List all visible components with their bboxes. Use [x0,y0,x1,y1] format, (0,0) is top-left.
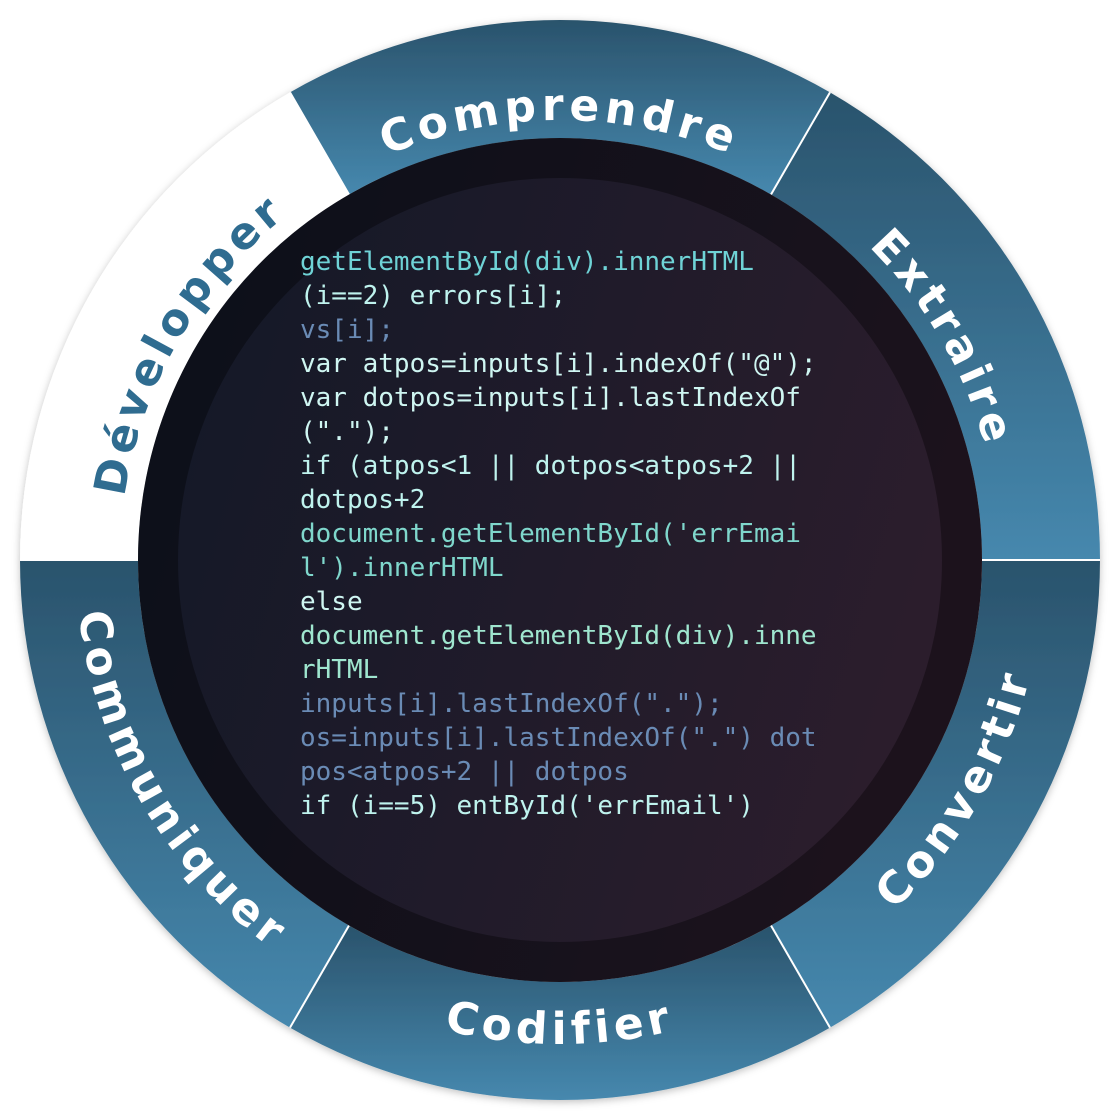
code-line: var atpos=inputs[i].indexOf("@"); [300,349,817,379]
segment-codifier [290,925,830,1100]
code-line: document.getElementById(div).innerHTML [300,621,817,685]
segment-divider [289,91,350,196]
code-line: inputs[i].lastIndexOf("."); [300,689,723,719]
segment-divider [289,924,350,1029]
code-line: else [300,587,363,617]
code-block: getElementById(div).innerHTML (i==2) err… [300,245,820,885]
segment-divider [770,91,831,196]
code-image [138,138,982,982]
segment-dividers [20,91,1100,1029]
code-line: document.getElementById('errEmail').inne… [300,519,801,583]
code-line: var dotpos=inputs[i].lastIndexOf("."); [300,383,801,447]
segment-divider [770,924,831,1029]
code-line: if (i==5) entById('errEmail') [300,791,754,821]
code-line: getElementById(div).innerHTML [300,247,754,277]
code-line: if (atpos<1 || dotpos<atpos+2 || dotpos+… [300,451,801,515]
ring-segments [20,19,1100,1100]
code-line: vs[i]; [300,315,394,345]
code-line: os=inputs[i].lastIndexOf(".") dotpos<atp… [300,723,817,787]
segment-communiquer [20,560,349,1028]
vignette [138,138,982,982]
code-background [138,138,982,982]
segment-extraire [771,92,1100,560]
segment-comprendre [290,19,830,195]
code-line: (i==2) errors[i]; [300,281,567,311]
segment-developper [20,92,349,560]
segment-convertir [771,560,1100,1028]
